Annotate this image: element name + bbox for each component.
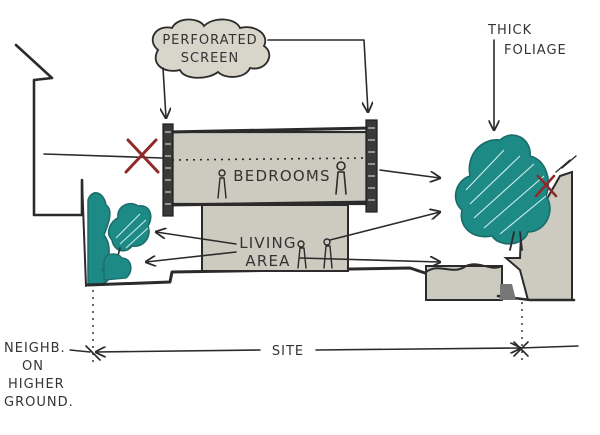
bedrooms-block — [166, 126, 374, 207]
living-label-line2: AREA — [245, 252, 290, 270]
view-arrow-living-lower-left — [146, 251, 237, 262]
living-area-volume — [201, 204, 349, 272]
left-shrub-shape — [103, 253, 132, 281]
right-wall-shadow — [500, 284, 516, 300]
living-label-line1: LIVING — [239, 234, 297, 252]
bedrooms-label: BEDROOMS — [233, 167, 330, 185]
left-tree-shape — [107, 202, 152, 252]
garden-planter-top — [425, 263, 503, 273]
neighbour-label-leader — [69, 349, 91, 353]
neighbour-label-line4: GROUND. — [4, 395, 74, 410]
living-area-block — [201, 204, 349, 272]
view-arrow-living-lower-right — [299, 258, 440, 262]
right-blocked-view-cross — [534, 174, 558, 198]
left-foliage — [87, 192, 152, 285]
bedrooms-person-1 — [217, 169, 227, 199]
bedrooms-person-2 — [335, 161, 347, 195]
living-area-person-2 — [323, 238, 333, 269]
neighbour-label-line1: NEIGHB. — [4, 341, 66, 356]
right-garden-structure — [425, 170, 576, 302]
bedrooms-roof-line — [166, 126, 374, 134]
right-tree-hatching — [465, 149, 547, 235]
view-arrow-living-upper-right — [329, 212, 440, 241]
right-tree-canopy — [454, 134, 551, 245]
garden-planter — [425, 265, 503, 301]
right-tree — [454, 134, 577, 251]
screen-callout-leader-left — [163, 67, 166, 118]
site-dimension-tick-right — [513, 341, 529, 357]
blocked-view-cross — [124, 138, 160, 174]
foliage-label-line2: FOLIAGE — [504, 43, 567, 58]
neighbour-label-line3: HIGHER — [8, 377, 65, 392]
site-dimension-line-left — [96, 350, 261, 352]
site-dimension-line-right — [315, 348, 520, 350]
site-dimension-extension — [519, 345, 579, 349]
neighbour-label-line2: ON — [22, 359, 44, 374]
site-ground-line — [86, 266, 430, 287]
view-arrow-living-upper-left — [156, 232, 237, 245]
neighbour-boundary-line — [14, 43, 84, 217]
perforated-screen-left — [162, 123, 174, 217]
view-arrow-bedroom-right — [379, 169, 440, 178]
screen-label-line2: SCREEN — [181, 51, 240, 66]
site-label: SITE — [272, 344, 304, 359]
screen-callout-leader-right — [267, 39, 368, 112]
neighbour-ground-line — [81, 179, 87, 287]
screen-label-line1: PERFORATED — [162, 33, 257, 48]
bedrooms-section-line — [171, 157, 369, 161]
foliage-label-line1: THICK — [487, 23, 532, 38]
right-tree-trunk — [509, 231, 523, 251]
left-tree-hatching — [115, 213, 149, 249]
right-tree-branch — [555, 155, 577, 173]
site-dimension-tick-left — [85, 345, 101, 361]
bedrooms-floor-line — [166, 200, 374, 207]
perforated-screen-right — [365, 119, 378, 213]
screen-callout-cloud — [151, 18, 271, 79]
